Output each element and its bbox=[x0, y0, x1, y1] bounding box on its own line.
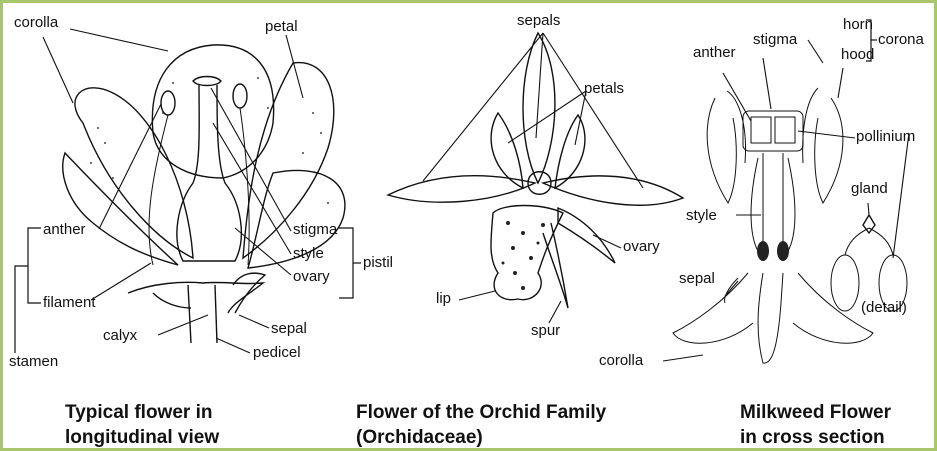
label-milkweed-sepal: sepal bbox=[679, 271, 715, 286]
flower-illustrations bbox=[3, 3, 934, 448]
label-lip: lip bbox=[436, 291, 451, 306]
label-stamen: stamen bbox=[9, 354, 58, 369]
label-filament: filament bbox=[43, 295, 96, 310]
label-pollinium: pollinium bbox=[856, 129, 915, 144]
label-pistil: pistil bbox=[363, 255, 393, 270]
label-spur: spur bbox=[531, 323, 560, 338]
label-petals: petals bbox=[584, 81, 624, 96]
caption-line: in cross section bbox=[740, 425, 891, 450]
typical-flower-drawing bbox=[63, 45, 345, 343]
label-detail: (detail) bbox=[861, 300, 907, 315]
label-stigma: stigma bbox=[293, 222, 337, 237]
label-anther: anther bbox=[43, 222, 86, 237]
label-milkweed-corolla: corolla bbox=[599, 353, 643, 368]
caption-milkweed: Milkweed Flower in cross section bbox=[740, 400, 891, 450]
caption-orchid: Flower of the Orchid Family (Orchidaceae… bbox=[356, 400, 606, 450]
caption-line: (Orchidaceae) bbox=[356, 425, 606, 450]
caption-line: Flower of the Orchid Family bbox=[356, 400, 606, 425]
label-corona: corona bbox=[878, 32, 924, 47]
label-milkweed-style: style bbox=[686, 208, 717, 223]
label-milkweed-stigma: stigma bbox=[753, 32, 797, 47]
label-sepals: sepals bbox=[517, 13, 560, 28]
label-milkweed-anther: anther bbox=[693, 45, 736, 60]
orchid-drawing bbox=[388, 33, 683, 308]
caption-line: longitudinal view bbox=[65, 425, 219, 450]
label-style: style bbox=[293, 246, 324, 261]
label-gland: gland bbox=[851, 181, 888, 196]
label-calyx: calyx bbox=[103, 328, 137, 343]
label-petal: petal bbox=[265, 19, 298, 34]
label-pedicel: pedicel bbox=[253, 345, 301, 360]
label-orchid-ovary: ovary bbox=[623, 239, 660, 254]
caption-typical-flower: Typical flower in longitudinal view bbox=[65, 400, 219, 450]
label-sepal: sepal bbox=[271, 321, 307, 336]
label-ovary: ovary bbox=[293, 269, 330, 284]
label-horn: horn bbox=[843, 17, 873, 32]
label-corolla: corolla bbox=[14, 15, 58, 30]
caption-line: Typical flower in bbox=[65, 400, 219, 425]
label-hood: hood bbox=[841, 47, 874, 62]
orchid-leaders bbox=[423, 33, 643, 323]
caption-line: Milkweed Flower bbox=[740, 400, 891, 425]
